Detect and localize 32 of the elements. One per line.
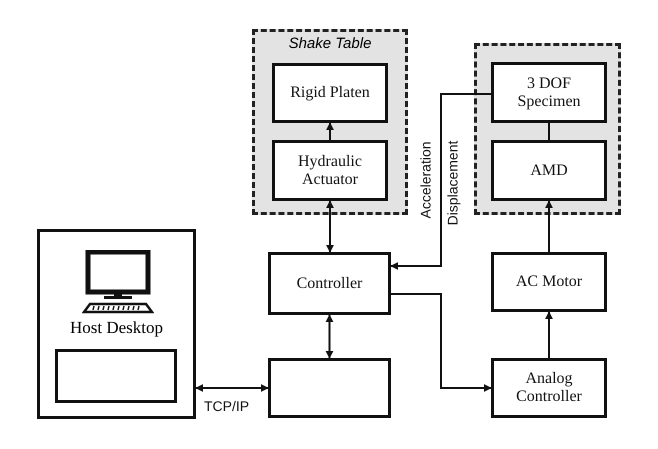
arrow: [326, 122, 334, 140]
process-box: [55, 349, 177, 403]
box-label: AMD: [530, 162, 568, 180]
arrow: [390, 93, 491, 270]
box-label: Rigid Platen: [290, 84, 370, 102]
process-box: [491, 62, 607, 123]
box-label: AC Motor: [516, 273, 582, 291]
edge-label: TCP/IP: [204, 398, 250, 414]
process-box: [272, 63, 388, 123]
process-box: [491, 358, 607, 418]
box-label: 3 DOF Specimen: [516, 74, 582, 110]
signal-label: Acceleration: [417, 141, 434, 219]
group-title: Shake Table: [288, 35, 372, 52]
signal-label: Displacement: [444, 140, 460, 226]
process-box: [268, 252, 391, 315]
box-label: Hydraulic Actuator: [297, 152, 363, 188]
process-box: [491, 140, 607, 201]
arrow: [195, 384, 269, 392]
process-box: [272, 140, 388, 201]
computer-box: [37, 229, 196, 419]
process-box: [491, 252, 607, 312]
box-label: Host Desktop: [68, 318, 164, 338]
box-label: Controller: [296, 274, 362, 292]
dashed-group-box: [474, 43, 621, 215]
arrow: [326, 200, 334, 253]
arrow: [391, 293, 492, 392]
arrow: [545, 200, 553, 252]
dashed-group-box: [252, 29, 408, 215]
box-label: Analog Controller: [515, 370, 583, 406]
arrow: [326, 314, 334, 359]
arrow: [545, 311, 553, 358]
process-box: [268, 358, 391, 418]
